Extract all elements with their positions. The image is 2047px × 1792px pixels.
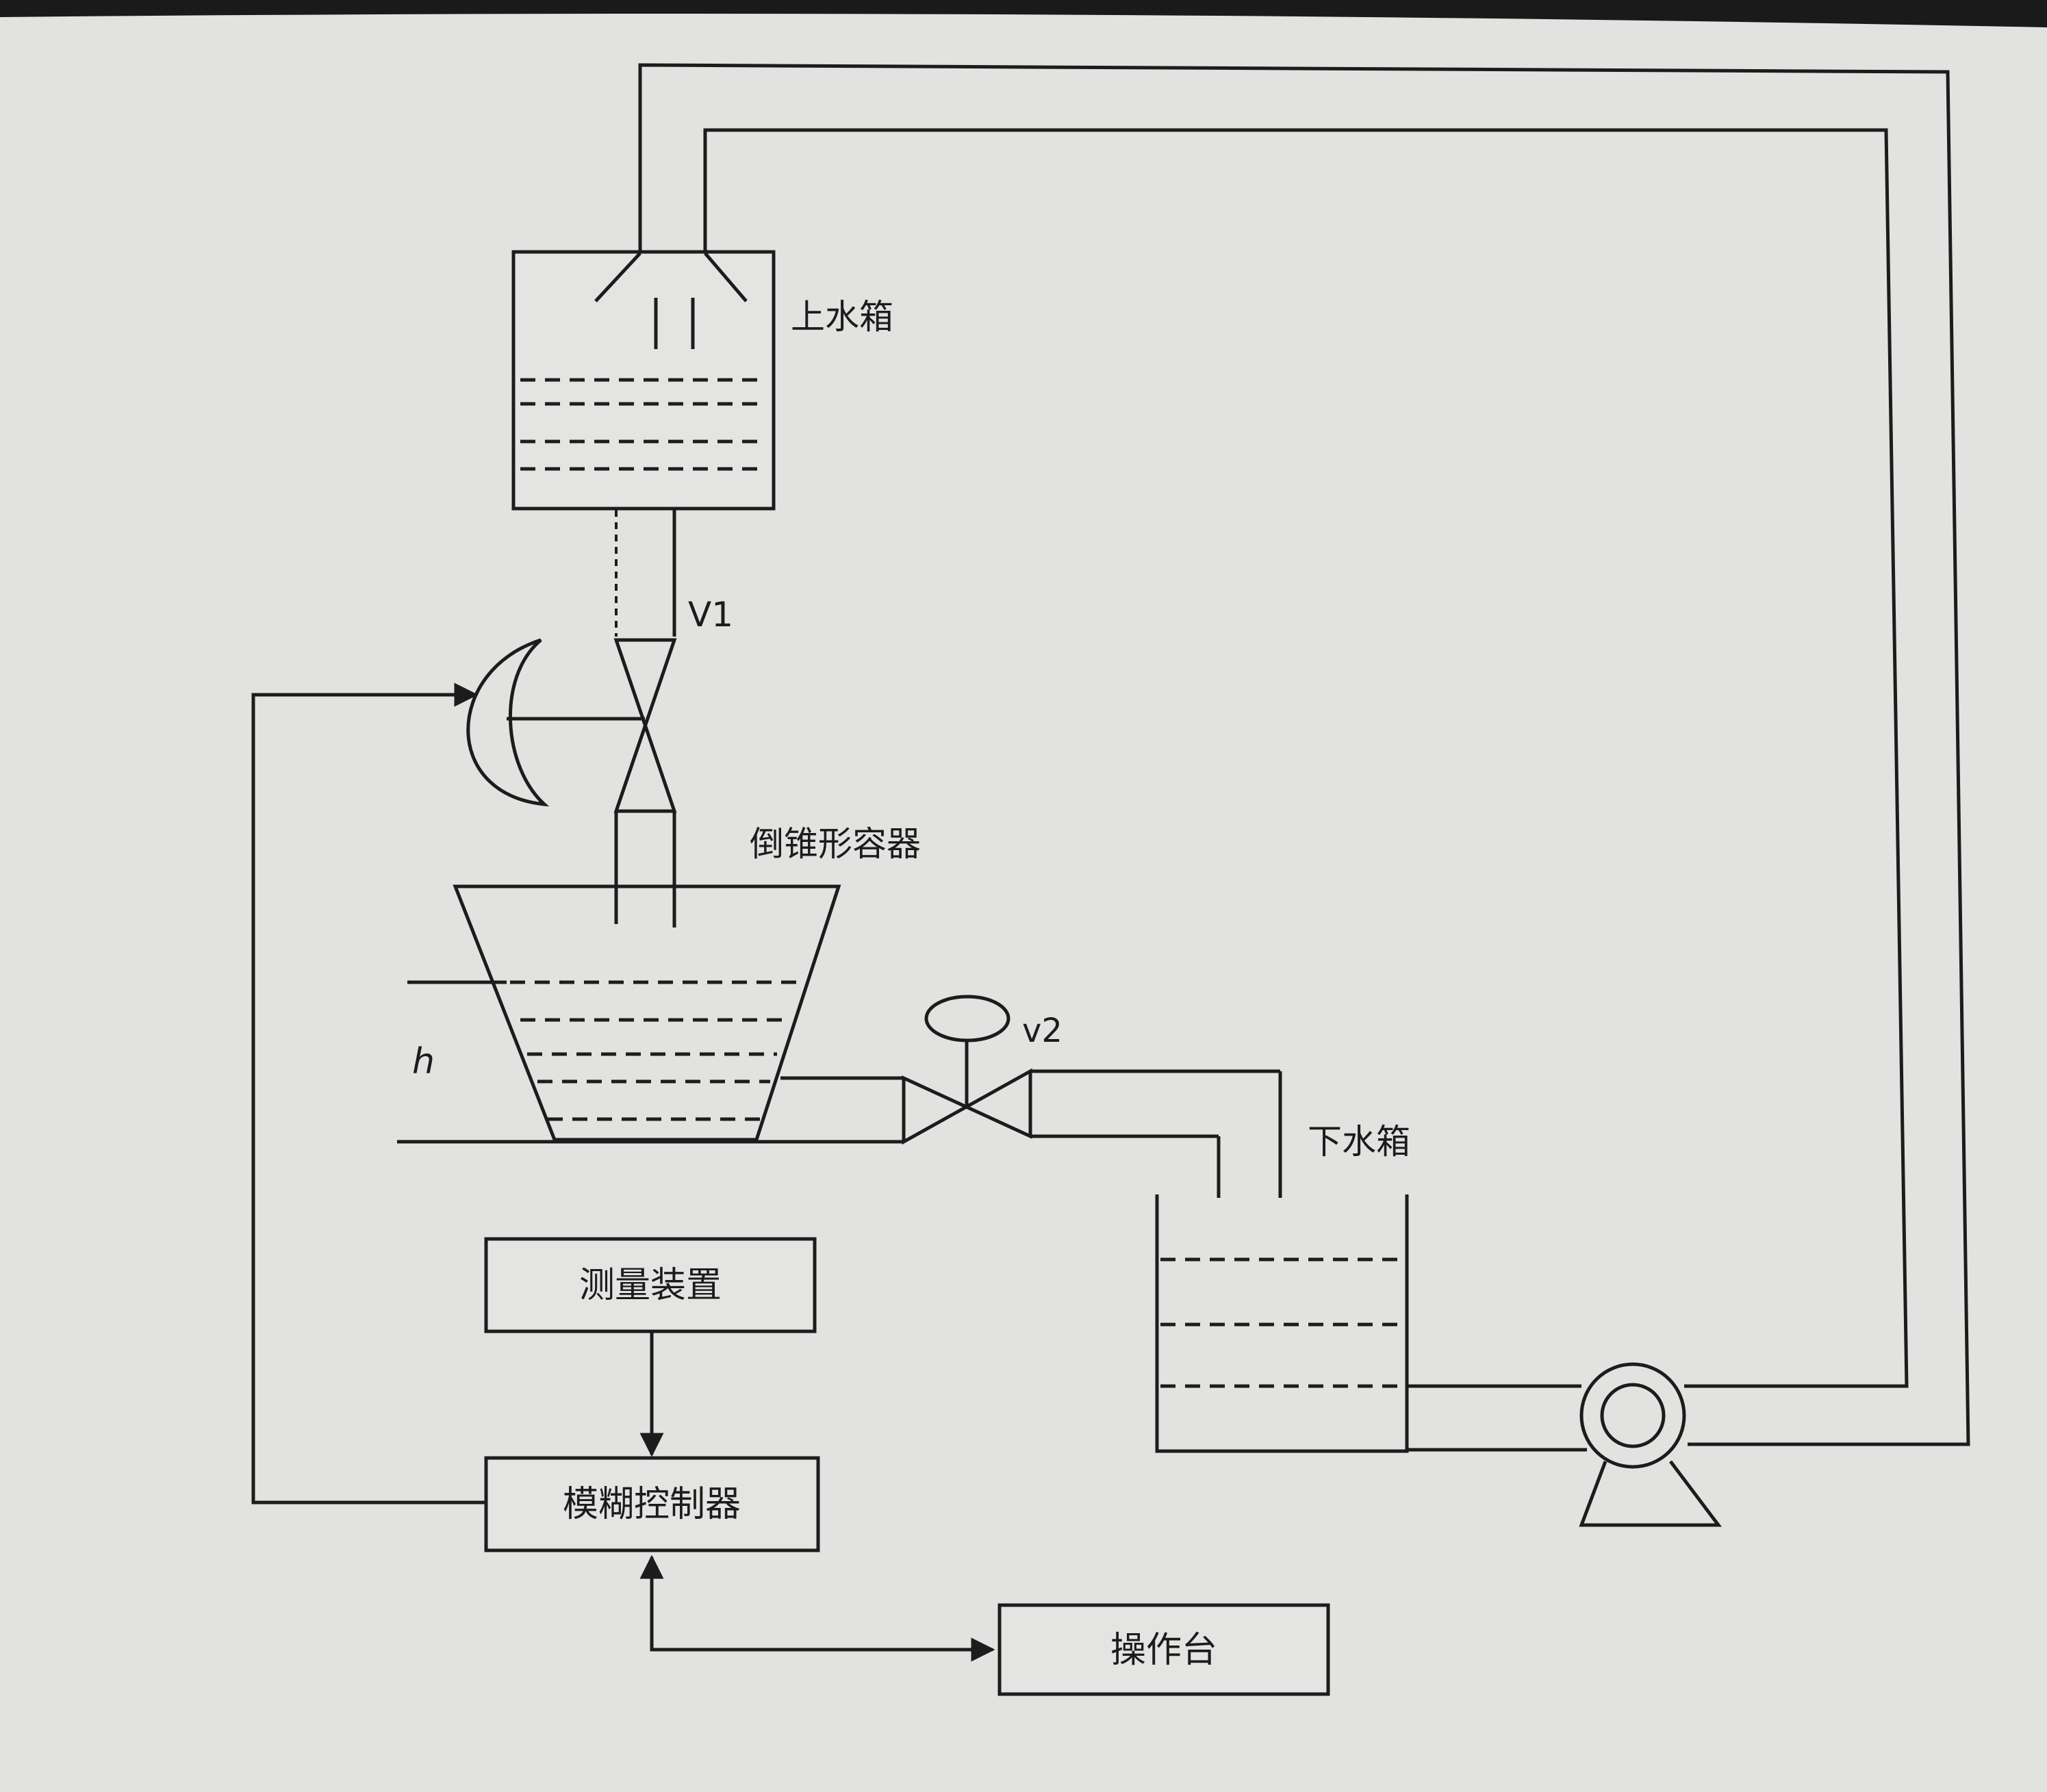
pump-icon	[1407, 1362, 1722, 1527]
console-block	[997, 1603, 1330, 1696]
fuzzy-controller-block	[484, 1456, 820, 1552]
upper-water-tank	[511, 250, 776, 511]
label-lower-tank: 下水箱	[1308, 1122, 1410, 1162]
controller-console-link	[639, 1554, 995, 1662]
control-signal-line	[251, 682, 486, 1505]
measurement-label: 测量装置	[579, 1265, 722, 1306]
lower-water-tank	[1155, 1194, 1409, 1453]
return-pipe-inner	[703, 128, 1909, 1388]
valve-v1	[613, 638, 677, 927]
label-valve-v1: V1	[688, 595, 733, 635]
fuzzy-controller-label: 模糊控制器	[563, 1484, 741, 1525]
top-edge-shadow	[0, 0, 2047, 27]
valve-v2	[902, 995, 1032, 1145]
label-upper-tank: 上水箱	[791, 297, 893, 337]
label-level-h: h	[412, 1041, 435, 1082]
v1-actuator-icon	[466, 638, 550, 807]
return-pipe-outer	[638, 63, 1970, 1446]
measurement-block	[484, 1237, 817, 1333]
label-valve-v2: v2	[1022, 1012, 1063, 1050]
inverted-cone-container	[397, 884, 904, 1144]
label-cone-container: 倒锥形容器	[750, 824, 921, 864]
console-label: 操作台	[1110, 1630, 1217, 1671]
